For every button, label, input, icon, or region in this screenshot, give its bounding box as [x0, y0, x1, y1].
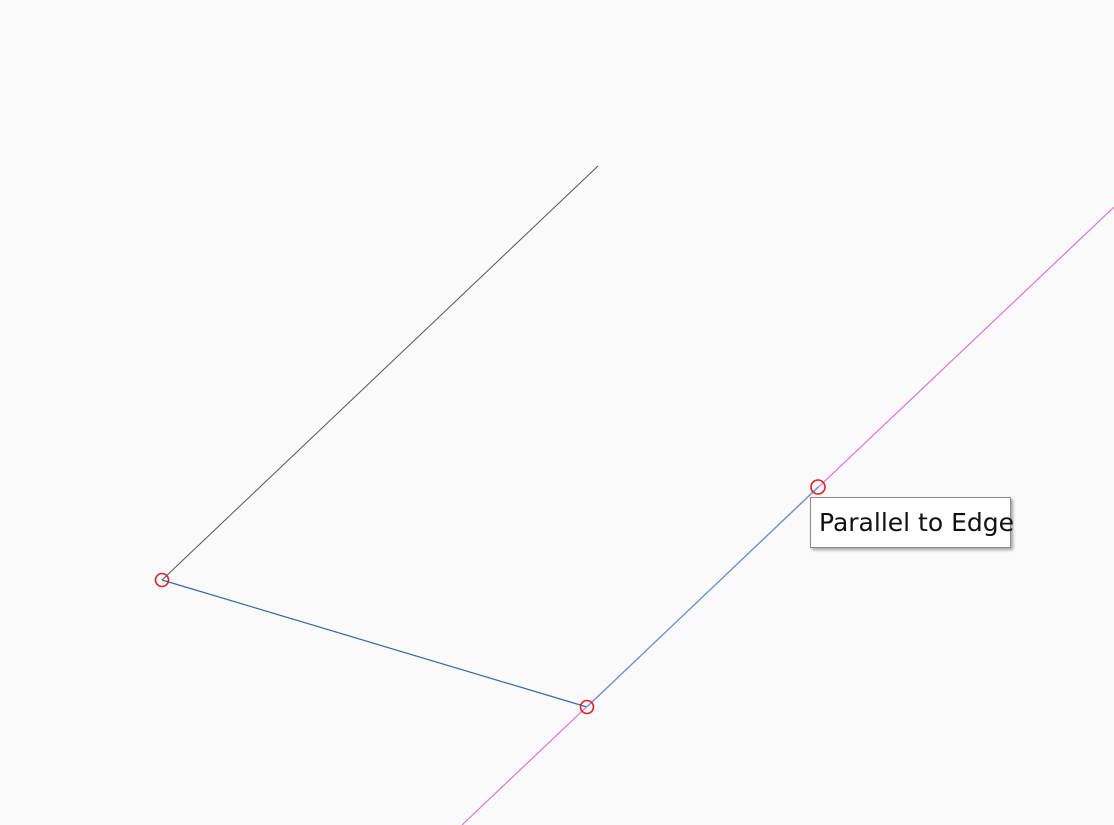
circle-endpoint-icon[interactable]	[154, 572, 170, 588]
existing-edge[interactable]	[161, 165, 599, 581]
circle-slash-endpoint-icon[interactable]	[810, 479, 826, 495]
circle-endpoint-icon[interactable]	[579, 699, 595, 715]
drawn-edge[interactable]	[161, 579, 588, 708]
active-edge	[586, 486, 819, 708]
inference-tooltip: Parallel to Edge	[810, 497, 1014, 548]
inference-tooltip-text: Parallel to Edge	[819, 508, 1014, 537]
